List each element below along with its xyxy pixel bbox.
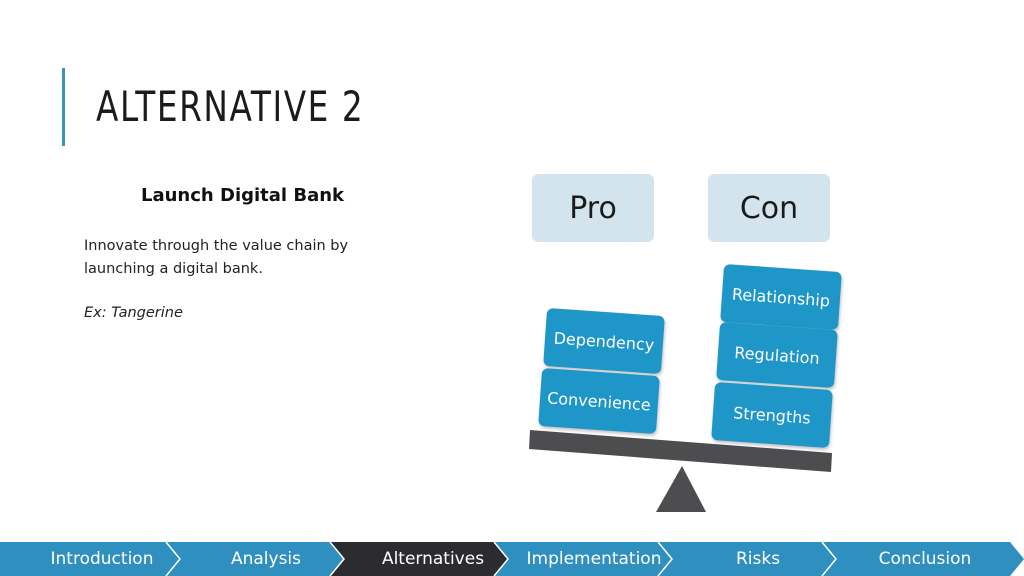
- section-heading: Launch Digital Bank: [141, 185, 345, 206]
- nav-chevron-alternatives: [330, 542, 508, 576]
- section-nav-bar: Introduction Analysis Alternatives Imple…: [0, 542, 1024, 576]
- nav-chevrons: [0, 542, 1024, 576]
- pro-header: Pro: [532, 174, 654, 242]
- con-header: Con: [708, 174, 830, 242]
- pro-item-convenience: Convenience: [538, 367, 660, 435]
- seesaw-fulcrum: [656, 466, 706, 512]
- con-item-regulation: Regulation: [716, 321, 838, 389]
- nav-item-implementation[interactable]: Implementation: [526, 549, 662, 569]
- nav-item-analysis[interactable]: Analysis: [230, 549, 302, 569]
- nav-chevron-implementation: [494, 542, 672, 576]
- nav-chevron-introduction: [0, 542, 180, 576]
- title-accent-bar: [62, 68, 65, 146]
- nav-chevron-risks: [658, 542, 836, 576]
- body-text: Innovate through the value chain by laun…: [84, 238, 349, 277]
- slide-title: ALTERNATIVE 2: [96, 82, 365, 131]
- nav-item-introduction[interactable]: Introduction: [50, 549, 154, 569]
- example-text: Ex: Tangerine: [84, 305, 183, 321]
- con-item-relationship: Relationship: [720, 263, 842, 331]
- nav-chevron-analysis: [166, 542, 344, 576]
- pro-item-dependency: Dependency: [543, 307, 665, 375]
- seesaw-beam: [529, 430, 832, 472]
- con-item-strengths: Strengths: [711, 381, 833, 449]
- nav-item-alternatives[interactable]: Alternatives: [381, 549, 485, 569]
- nav-chevron-conclusion: [822, 542, 1024, 576]
- nav-item-conclusion[interactable]: Conclusion: [878, 549, 972, 569]
- nav-item-risks[interactable]: Risks: [735, 549, 781, 569]
